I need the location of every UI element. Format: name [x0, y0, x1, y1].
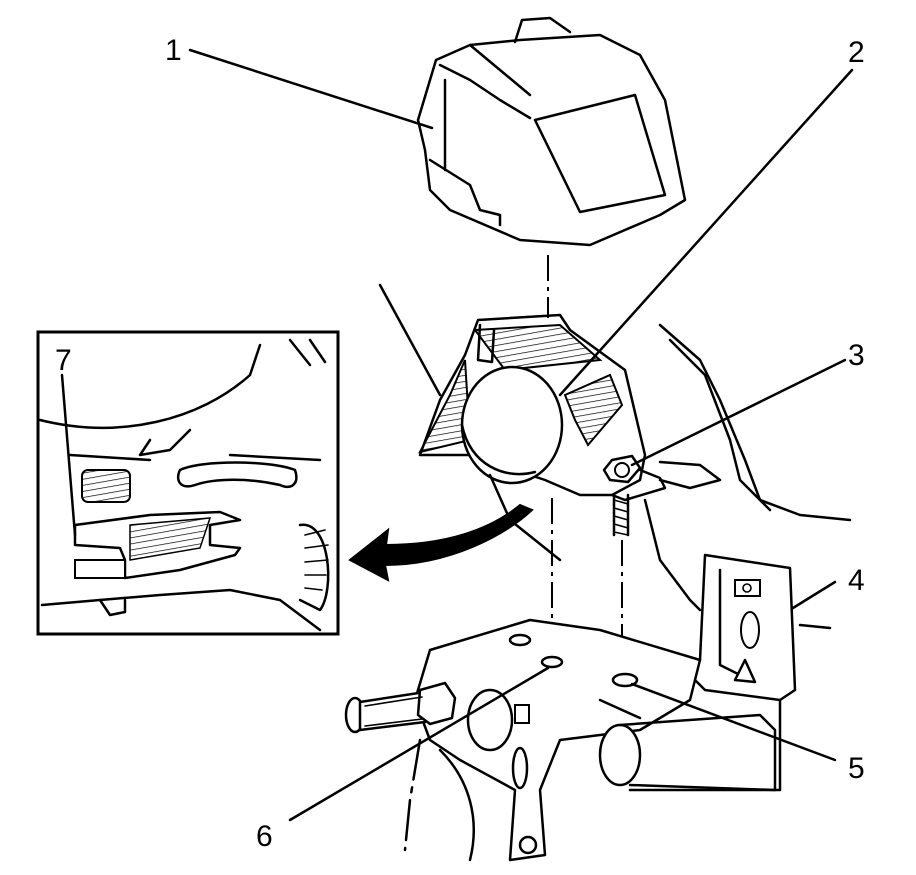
cover — [416, 16, 687, 247]
retractor-assembly — [418, 313, 667, 502]
callout-5-leader — [630, 682, 837, 762]
inset-detail — [36, 330, 340, 636]
callout-4-leader — [791, 580, 837, 610]
detail-arrow — [348, 503, 534, 582]
callout-6: 6 — [256, 820, 273, 853]
mounting-bracket — [628, 553, 797, 792]
bolt — [612, 493, 630, 537]
callout-5: 5 — [848, 752, 865, 785]
callout-4: 4 — [848, 564, 865, 597]
callout-1: 1 — [165, 34, 182, 67]
callout-3: 3 — [848, 339, 865, 372]
callout-2: 2 — [848, 36, 865, 69]
callout-2-leader — [558, 68, 854, 397]
callout-7: 7 — [55, 344, 72, 377]
callout-7-leader — [60, 373, 77, 537]
callout-3-leader — [630, 358, 847, 467]
stud-bolt — [344, 681, 457, 734]
base-plate — [413, 618, 777, 862]
callout-1-leader — [188, 48, 434, 130]
callout-6-leader — [288, 666, 550, 822]
